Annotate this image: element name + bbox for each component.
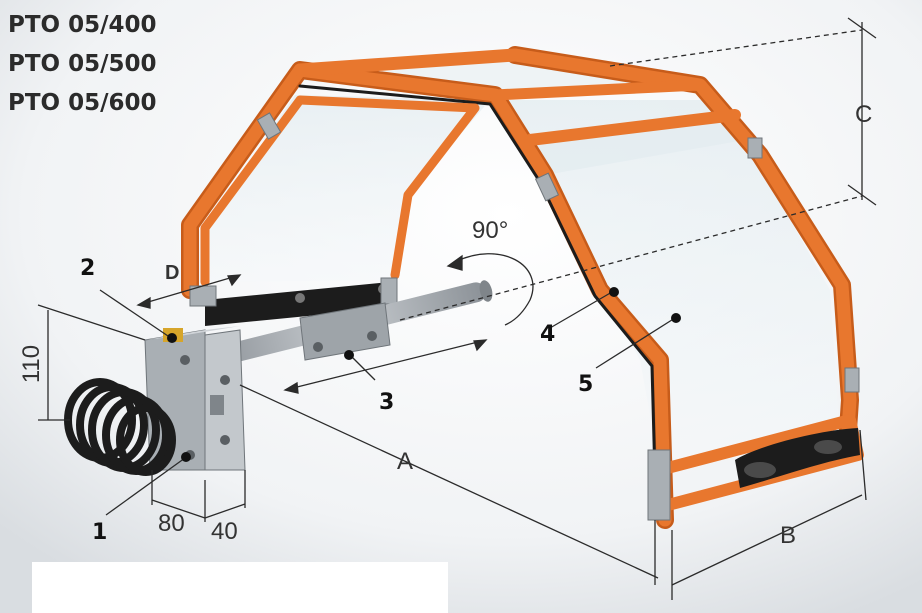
frame-clips [189, 112, 860, 521]
model-name: PTO 05/500 [8, 51, 157, 77]
dimension-lines [37, 17, 877, 600]
callout-2: 2 [80, 256, 96, 281]
callout-dots [167, 287, 681, 462]
rotation-angle: 90° [472, 217, 509, 244]
model-name: PTO 05/400 [8, 12, 157, 38]
dimension-40: 40 [211, 518, 238, 545]
callout-4: 4 [540, 322, 556, 347]
handle [735, 428, 860, 488]
callout-3: 3 [379, 390, 395, 415]
callout-1: 1 [92, 520, 108, 545]
blank-label-box [32, 562, 448, 613]
callout-5: 5 [578, 372, 594, 397]
model-name: PTO 05/600 [8, 90, 157, 116]
dimension-b: B [780, 522, 797, 549]
dimension-d: D [165, 262, 180, 284]
rubber-strip [205, 282, 390, 326]
dimension-c: C [855, 101, 873, 128]
model-list: PTO 05/400 PTO 05/500 PTO 05/600 [8, 6, 157, 123]
dimension-110: 110 [18, 344, 46, 384]
dimension-a: A [397, 448, 414, 475]
telescopic-arm [204, 280, 493, 368]
shield-panels [205, 58, 840, 470]
dimension-80: 80 [158, 510, 185, 537]
